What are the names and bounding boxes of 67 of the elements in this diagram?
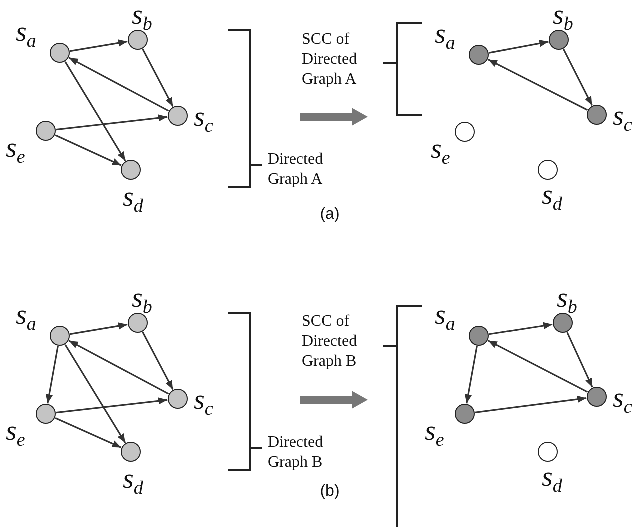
graph-vertex	[50, 43, 70, 63]
graph-vertex	[50, 326, 70, 346]
vertex-label: s$_{b}$	[553, 2, 574, 37]
graph-vertex	[469, 45, 489, 65]
vertex-label: s$_{a}$	[16, 302, 36, 337]
arrow	[488, 59, 588, 111]
vertex-label: s$_{d}$	[123, 466, 144, 501]
arrow	[488, 340, 588, 393]
bracket-label: SCC of Directed Graph A	[302, 30, 358, 90]
vertex-label: s$_{e}$	[6, 418, 26, 453]
graph-vertex	[455, 122, 475, 142]
graph-vertex	[455, 404, 475, 424]
graph-vertex	[469, 326, 489, 346]
vertex-label: s$_{e}$	[6, 135, 26, 170]
arrow	[56, 114, 168, 131]
graph-vertex	[121, 442, 141, 462]
vertex-label: s$_{c}$	[194, 104, 214, 139]
graph-vertex	[549, 30, 569, 50]
vertex-label: s$_{e}$	[425, 418, 444, 453]
arrow	[55, 418, 122, 448]
arrow	[46, 346, 59, 404]
vertex-label: s$_{d}$	[542, 464, 562, 499]
graph-vertex	[538, 160, 558, 180]
arrow	[475, 396, 587, 414]
graph-vertex	[128, 30, 148, 50]
vertex-label: s$_{c}$	[194, 387, 214, 422]
graph-vertex	[587, 105, 607, 125]
vertex-label: s$_{b}$	[557, 285, 578, 320]
arrow	[64, 62, 126, 162]
vertex-label: s$_{d}$	[123, 184, 144, 219]
arrow	[68, 57, 170, 112]
arrow	[489, 322, 553, 336]
arrow	[464, 346, 478, 404]
graph-vertex	[128, 313, 148, 333]
vertex-label: s$_{a}$	[435, 21, 456, 56]
arrow	[70, 322, 128, 336]
graph-vertex	[121, 160, 141, 180]
arrow	[64, 344, 126, 444]
graph-vertex	[538, 442, 558, 462]
vertex-label: s$_{d}$	[542, 182, 562, 217]
panel-caption: (a)	[319, 205, 341, 225]
graph-vertex	[587, 387, 607, 407]
graph-vertex	[36, 404, 56, 424]
bracket-label: Directed Graph A	[268, 150, 324, 190]
vertex-label: s$_{e}$	[431, 136, 450, 171]
arrow	[142, 48, 174, 108]
panel-caption: (b)	[319, 482, 341, 502]
vertex-label: s$_{a}$	[435, 302, 456, 337]
arrow	[566, 332, 594, 388]
arrow	[563, 49, 593, 106]
graph-vertex	[168, 106, 188, 126]
graph-vertex	[553, 313, 573, 333]
arrow	[55, 134, 122, 166]
arrow	[142, 332, 174, 390]
graph-vertex	[168, 389, 188, 409]
vertex-label: s$_{a}$	[16, 19, 36, 54]
vertex-label: s$_{c}$	[613, 385, 632, 420]
vertex-label: s$_{b}$	[132, 285, 152, 320]
arrow	[70, 40, 128, 52]
vertex-label: s$_{b}$	[132, 2, 152, 37]
bracket-label: Directed Graph B	[268, 433, 324, 473]
vertex-label: s$_{c}$	[613, 103, 632, 138]
arrow	[56, 398, 168, 414]
bracket-label: SCC of Directed Graph B	[302, 312, 358, 372]
arrow	[489, 40, 549, 54]
graph-vertex	[36, 121, 56, 141]
arrow	[68, 340, 170, 395]
